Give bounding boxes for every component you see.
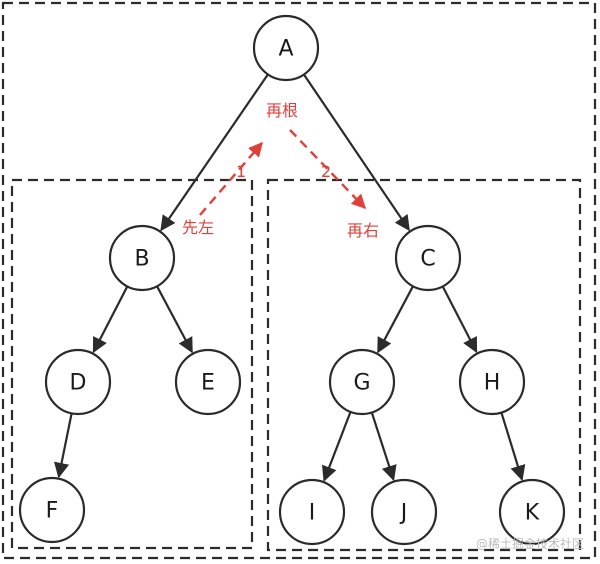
node-k: K [498, 478, 566, 546]
node-label: I [309, 501, 316, 526]
left-subtree-box [10, 178, 254, 550]
nodes-layer: A B C D E F G H I J K [18, 14, 566, 546]
node-circle [18, 476, 86, 544]
node-label: C [420, 247, 435, 272]
right-subtree-box [266, 178, 582, 552]
node-b: B [108, 224, 176, 292]
node-h: H [458, 348, 526, 416]
node-circle [328, 348, 396, 416]
edge-b-e [156, 285, 193, 354]
node-c: C [394, 224, 462, 292]
edge-a-b [160, 73, 269, 232]
node-circle [278, 478, 346, 546]
edge-h-k [500, 412, 526, 481]
node-j: J [370, 478, 438, 546]
node-d: D [44, 348, 112, 416]
node-circle [108, 224, 176, 292]
node-circle [44, 348, 112, 416]
node-label: G [353, 371, 370, 396]
node-label: J [399, 501, 408, 526]
edges-layer [53, 73, 526, 482]
watermark: @稀土掘金技术社区 [476, 536, 584, 551]
edge-g-j [370, 412, 397, 482]
right-label: 再右 [347, 221, 379, 240]
step1-label: 1 [236, 162, 246, 181]
left-label: 先左 [182, 218, 214, 237]
node-g: G [328, 348, 396, 416]
edge-b-d [92, 285, 129, 354]
node-a: A [252, 14, 320, 82]
node-f: F [18, 476, 86, 544]
edge-g-i [321, 411, 352, 482]
node-label: A [278, 37, 293, 62]
edge-a-c [302, 73, 410, 232]
node-e: E [174, 348, 242, 416]
node-circle [498, 478, 566, 546]
node-label: E [201, 371, 215, 396]
edge-c-g [377, 285, 414, 354]
step2-arrow [289, 129, 366, 210]
edge-c-h [441, 285, 478, 354]
node-label: K [525, 501, 540, 526]
step2-label: 2 [321, 162, 331, 181]
node-circle [174, 348, 242, 416]
node-circle [394, 224, 462, 292]
node-label: B [134, 247, 149, 272]
step1-arrow [199, 141, 263, 216]
node-circle [252, 14, 320, 82]
root-label: 再根 [266, 101, 298, 120]
node-i: I [278, 478, 346, 546]
node-label: F [46, 499, 59, 524]
node-label: D [70, 371, 87, 396]
node-circle [370, 478, 438, 546]
node-circle [458, 348, 526, 416]
node-label: H [484, 371, 501, 396]
edge-d-f [53, 413, 73, 479]
